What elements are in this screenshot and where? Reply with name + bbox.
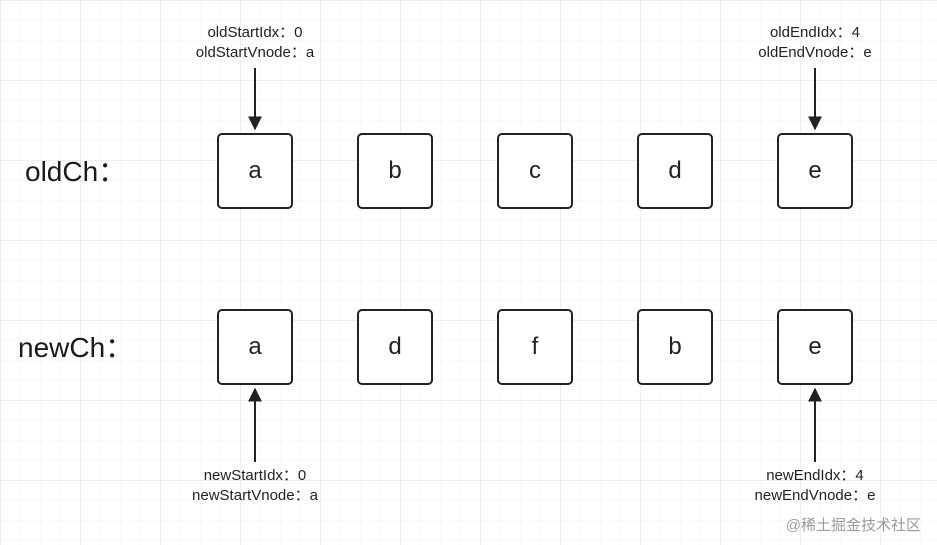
new-node-0: a <box>217 309 293 385</box>
new-node-3: b <box>637 309 713 385</box>
watermark-text: @稀土掘金技术社区 <box>785 517 921 534</box>
old-end-annotation: oldEndIdx：4 oldEndVnode：e <box>705 23 925 63</box>
new-children-label: newCh： <box>18 332 134 363</box>
new-node-1: d <box>357 309 433 385</box>
old-node-2: c <box>497 133 573 209</box>
old-node-3: d <box>637 133 713 209</box>
old-node-4: e <box>777 133 853 209</box>
new-end-annotation: newEndIdx：4 newEndVnode：e <box>705 466 925 506</box>
old-node-1: b <box>357 133 433 209</box>
new-end-idx-label: newEndIdx：4 <box>766 467 864 484</box>
old-start-idx-label: oldStartIdx：0 <box>207 24 303 41</box>
old-start-vnode-label: oldStartVnode：a <box>195 44 315 61</box>
old-node-0: a <box>217 133 293 209</box>
new-end-vnode-label: newEndVnode：e <box>754 487 876 504</box>
old-end-idx-label: oldEndIdx：4 <box>769 24 861 41</box>
old-end-vnode-label: oldEndVnode：e <box>758 44 872 61</box>
new-node-4: e <box>777 309 853 385</box>
new-start-annotation: newStartIdx：0 newStartVnode：a <box>145 466 365 506</box>
old-children-label: oldCh： <box>25 156 127 187</box>
new-node-2: f <box>497 309 573 385</box>
new-start-vnode-label: newStartVnode：a <box>192 487 318 504</box>
old-start-annotation: oldStartIdx：0 oldStartVnode：a <box>145 23 365 63</box>
new-start-idx-label: newStartIdx：0 <box>203 467 307 484</box>
